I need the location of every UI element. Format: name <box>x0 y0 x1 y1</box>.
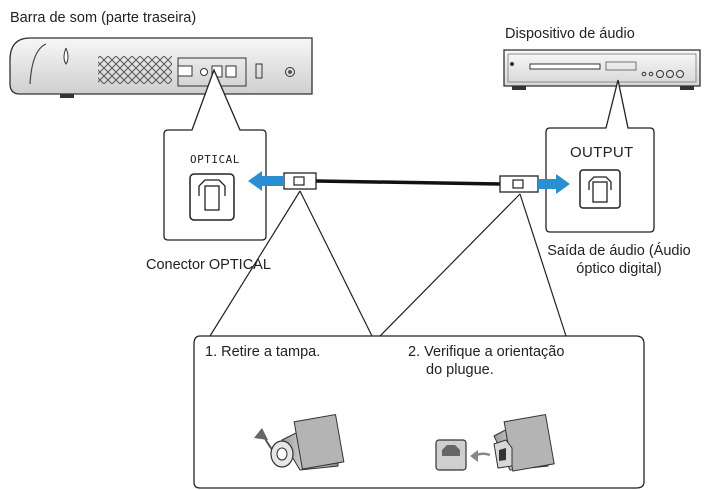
audio-jack-icon <box>200 68 208 76</box>
output-port-label: OUTPUT <box>570 144 634 161</box>
insert-arrow-left-icon <box>248 171 284 191</box>
optical-port-icon <box>189 173 235 221</box>
insert-arrow-right-icon <box>538 174 570 194</box>
remove-cap-illustration <box>254 413 345 471</box>
output-port-icon <box>579 169 621 209</box>
vent-grille <box>98 56 172 84</box>
soundbar-illustration <box>9 37 313 98</box>
audio-output-label-line2: óptico digital) <box>576 261 662 277</box>
disc-tray <box>529 63 601 70</box>
mount-hole-icon <box>63 47 69 65</box>
step-2-text: 2. Verifique a orientação do plugue. <box>408 343 564 379</box>
optical-cable <box>283 172 539 193</box>
direction-arrow-icon <box>470 450 478 462</box>
hdmi-port-small-icon <box>225 65 237 78</box>
step-2-text-line2: do plugue. <box>426 362 494 378</box>
step-2-text-line1: 2. Verifique a orientação <box>408 344 565 360</box>
left-plug <box>283 172 317 190</box>
optical-port-label: OPTICAL <box>190 153 240 166</box>
optical-connector-label: Conector OPTICAL <box>146 257 271 273</box>
right-plug <box>499 175 539 193</box>
audio-device-label: Dispositivo de áudio <box>505 26 635 42</box>
usb-port-icon <box>177 65 193 77</box>
screw-icon <box>285 67 295 77</box>
soundbar-label: Barra de som (parte traseira) <box>10 10 197 26</box>
detail-callout-lines <box>209 190 567 337</box>
optical-callout <box>163 68 267 241</box>
step-1-text: 1. Retire a tampa. <box>205 344 321 360</box>
plug-orientation-illustration <box>435 413 555 472</box>
audio-device-illustration <box>503 49 701 90</box>
rotate-arrow-icon <box>254 428 268 440</box>
slot-icon <box>255 63 263 79</box>
output-callout <box>545 79 655 233</box>
audio-output-label: Saída de áudio (Áudio óptico digital) <box>534 242 704 278</box>
audio-output-label-line1: Saída de áudio (Áudio <box>547 243 691 259</box>
